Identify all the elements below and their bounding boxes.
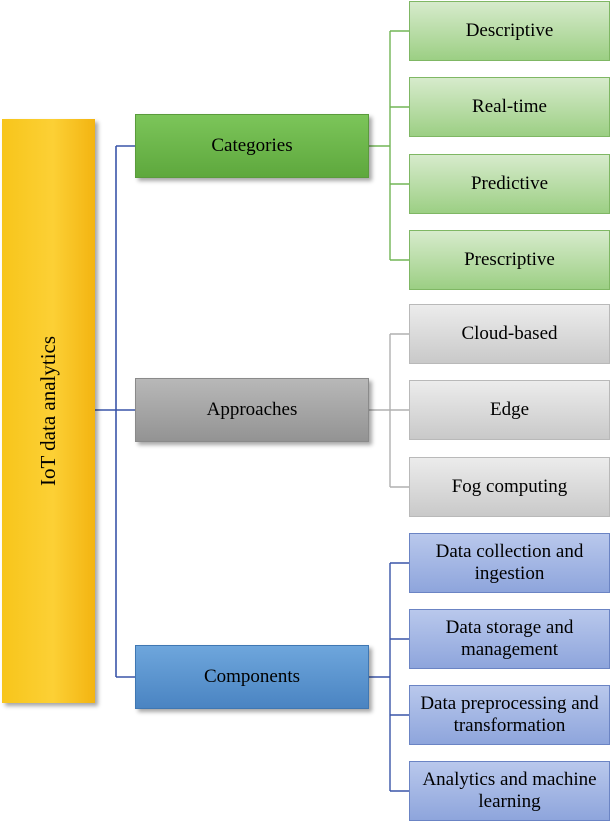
leaf-label: Predictive bbox=[470, 173, 549, 194]
leaf-label: Prescriptive bbox=[464, 249, 555, 270]
leaf-real-time: Real-time bbox=[409, 77, 610, 137]
root-label: IoT data analytics bbox=[36, 335, 61, 487]
node-approaches: Approaches bbox=[135, 378, 369, 442]
leaf-descriptive: Descriptive bbox=[409, 1, 610, 61]
leaf-fog-computing: Fog computing bbox=[409, 457, 610, 517]
leaf-edge: Edge bbox=[409, 380, 610, 440]
leaf-analytics-ml: Analytics and machine learning bbox=[409, 761, 610, 821]
leaf-label: Cloud-based bbox=[461, 323, 558, 344]
node-categories-label: Categories bbox=[211, 135, 293, 156]
node-approaches-label: Approaches bbox=[206, 399, 298, 420]
leaf-label: Data collection and ingestion bbox=[435, 541, 584, 584]
leaf-prescriptive: Prescriptive bbox=[409, 230, 610, 290]
leaf-data-preprocessing: Data preprocessing and transformation bbox=[409, 685, 610, 745]
leaf-label: Data preprocessing and transformation bbox=[420, 693, 599, 736]
leaf-label: Edge bbox=[489, 399, 530, 420]
leaf-label: Data storage and management bbox=[445, 617, 574, 660]
root-node: IoT data analytics bbox=[2, 119, 95, 703]
leaf-label: Analytics and machine learning bbox=[422, 769, 597, 812]
leaf-cloud-based: Cloud-based bbox=[409, 304, 610, 364]
leaf-data-storage: Data storage and management bbox=[409, 609, 610, 669]
leaf-predictive: Predictive bbox=[409, 154, 610, 214]
leaf-label: Fog computing bbox=[451, 476, 568, 497]
node-categories: Categories bbox=[135, 114, 369, 178]
node-components: Components bbox=[135, 645, 369, 709]
leaf-label: Real-time bbox=[472, 96, 547, 117]
node-components-label: Components bbox=[203, 666, 301, 687]
leaf-data-collection: Data collection and ingestion bbox=[409, 533, 610, 593]
leaf-label: Descriptive bbox=[465, 20, 554, 41]
